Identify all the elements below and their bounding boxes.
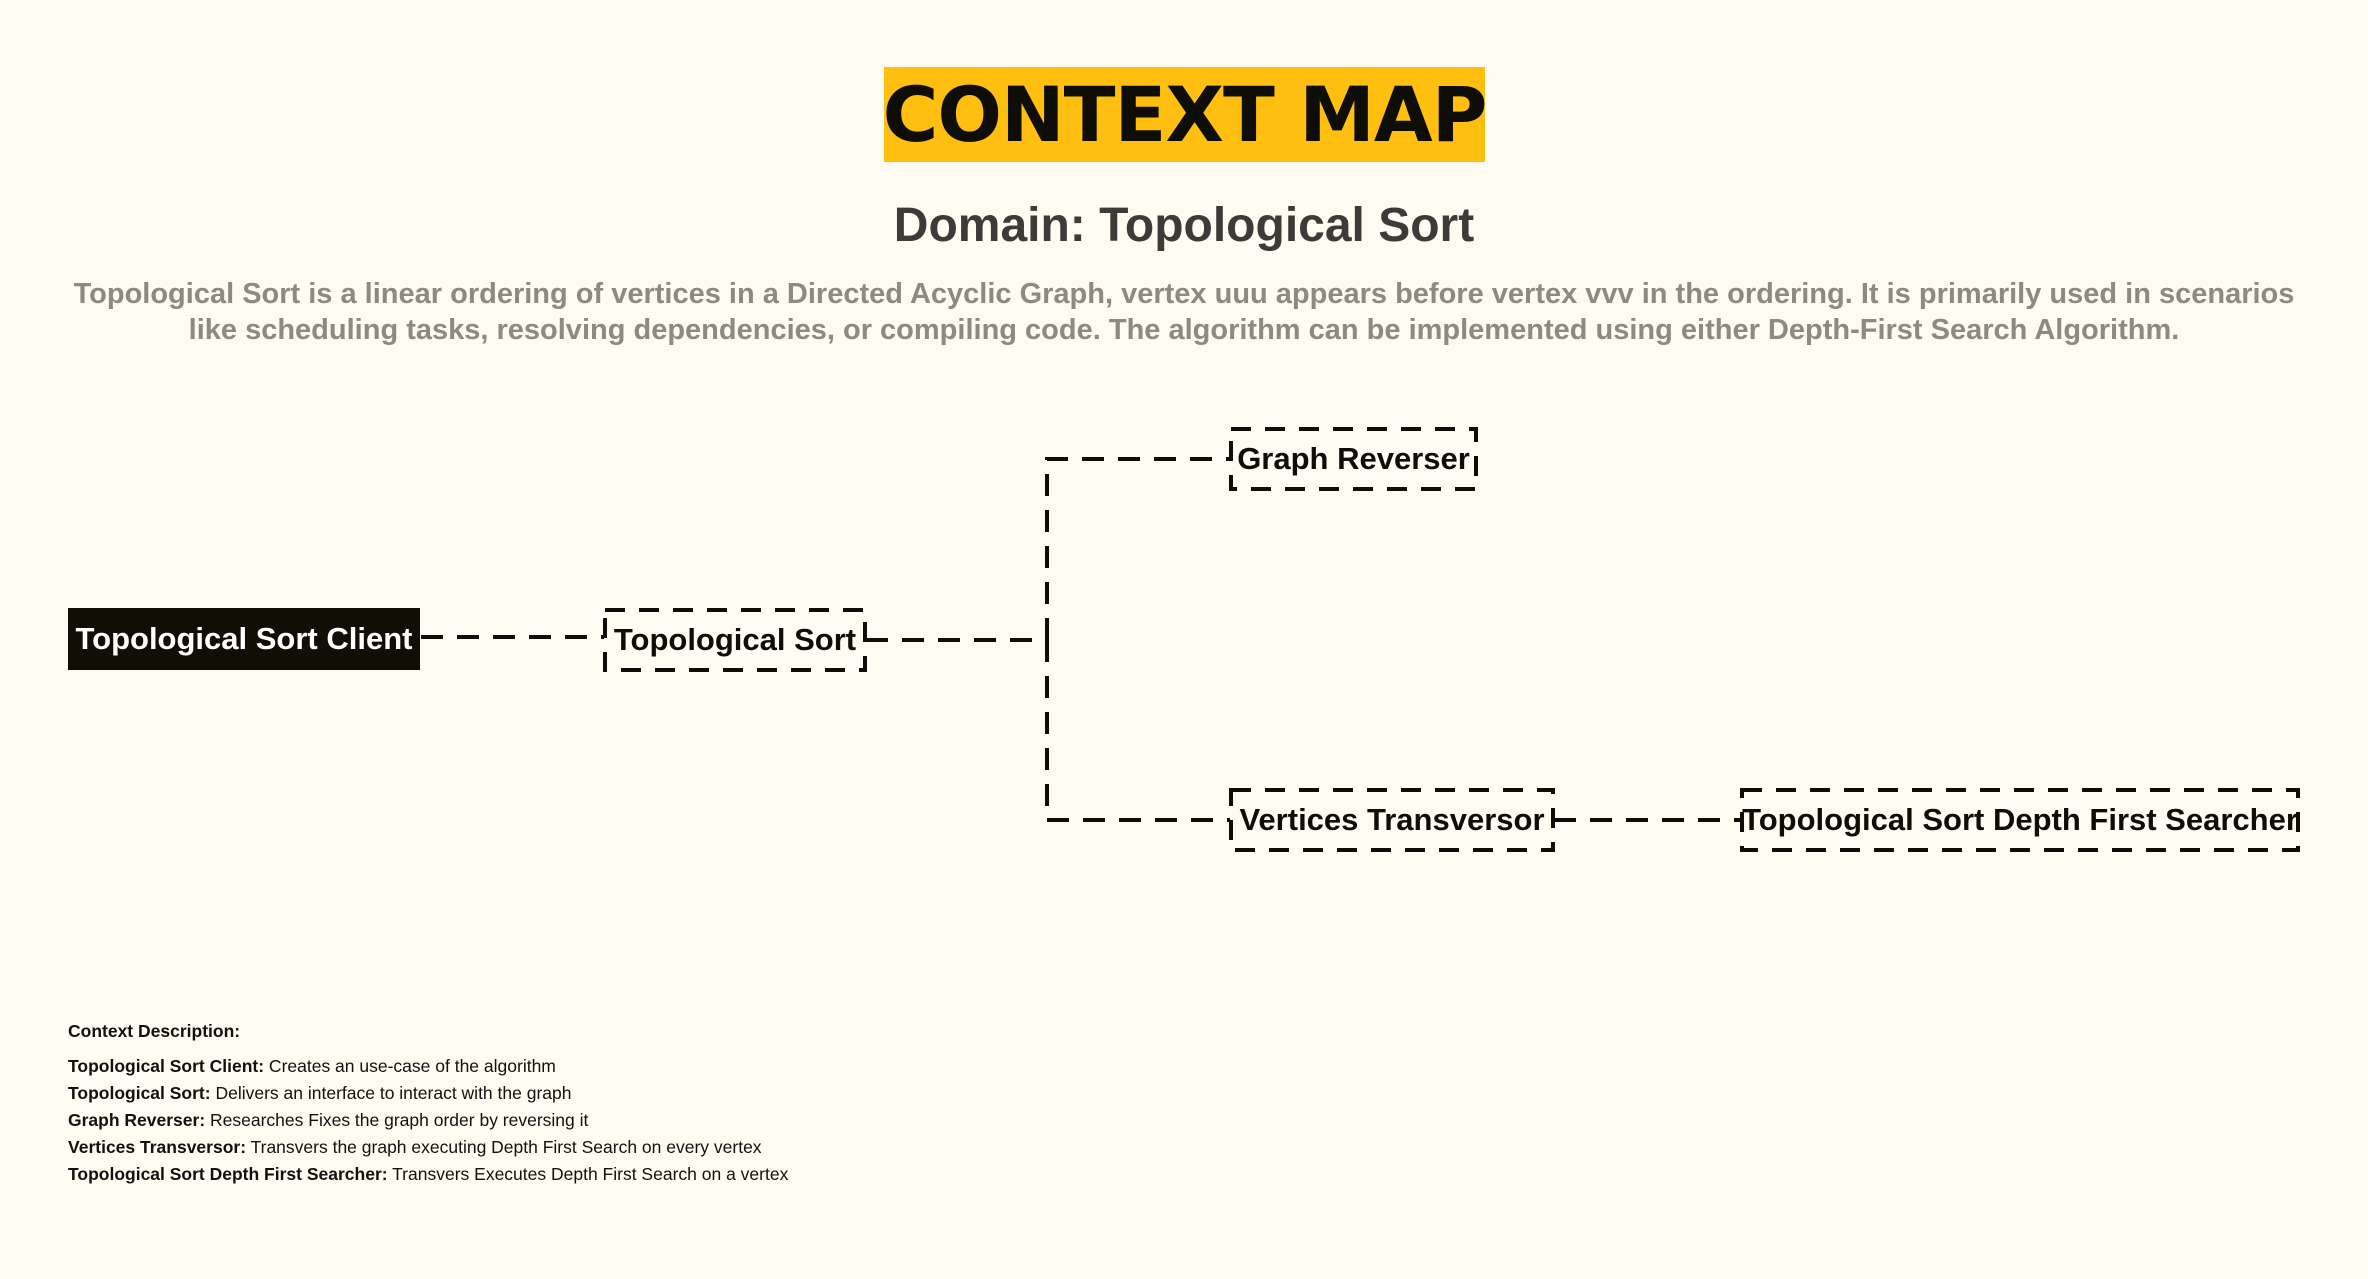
node-border-vertices-transversor <box>1229 788 1555 852</box>
legend-item-name: Graph Reverser: <box>68 1110 206 1130</box>
legend-item-text: Researches Fixes the graph order by reve… <box>205 1110 589 1130</box>
domain-description: Topological Sort is a linear ordering of… <box>73 278 2295 346</box>
legend-item: Vertices Transversor: Transvers the grap… <box>68 1134 788 1161</box>
context-description-heading: Context Description: <box>68 1021 241 1041</box>
node-label: Topological Sort <box>613 622 857 657</box>
edge-junction-to-graph-reverser <box>1045 457 1230 640</box>
node-label: Topological Sort Client <box>75 621 413 656</box>
legend-item: Topological Sort Depth First Searcher: T… <box>68 1161 788 1188</box>
legend-item-name: Topological Sort: <box>68 1083 211 1103</box>
legend-item-text: Delivers an interface to interact with t… <box>210 1083 572 1103</box>
node-vertices-transversor[interactable]: Vertices Transversor <box>1231 790 1553 850</box>
node-border-graph-reverser <box>1229 427 1478 491</box>
edge-junction-to-vertices-transversor <box>1045 640 1230 822</box>
node-dfs-searcher[interactable]: Topological Sort Depth First Searcher <box>1742 790 2298 850</box>
domain-subtitle: Domain: Topological Sort <box>893 199 1475 252</box>
legend-item-name: Topological Sort Depth First Searcher: <box>68 1164 388 1184</box>
node-border-dfs-searcher <box>1740 788 2300 852</box>
legend-item-text: Transvers Executes Depth First Search on… <box>387 1164 789 1184</box>
legend-item: Topological Sort: Delivers an interface … <box>68 1080 788 1107</box>
title-banner: CONTEXT MAP <box>882 67 1488 162</box>
legend-item-name: Vertices Transversor: <box>68 1137 247 1157</box>
node-label: Vertices Transversor <box>1239 802 1545 837</box>
node-border-topological-sort <box>603 608 867 672</box>
node-topological-sort-client[interactable]: Topological Sort Client <box>68 608 420 670</box>
node-label: Graph Reverser <box>1237 441 1470 476</box>
page-title: CONTEXT MAP <box>882 69 1488 159</box>
node-topological-sort[interactable]: Topological Sort <box>605 610 865 670</box>
legend-item: Graph Reverser: Researches Fixes the gra… <box>68 1107 788 1134</box>
legend-item-name: Topological Sort Client: <box>68 1056 265 1076</box>
context-description: Context Description: Topological Sort Cl… <box>68 1018 788 1188</box>
legend-item-text: Creates an use-case of the algorithm <box>264 1056 556 1076</box>
node-graph-reverser[interactable]: Graph Reverser <box>1231 429 1476 489</box>
legend-item: Topological Sort Client: Creates an use-… <box>68 1053 788 1080</box>
node-label: Topological Sort Depth First Searcher <box>1742 802 2298 837</box>
legend-item-text: Transvers the graph executing Depth Firs… <box>246 1137 762 1157</box>
